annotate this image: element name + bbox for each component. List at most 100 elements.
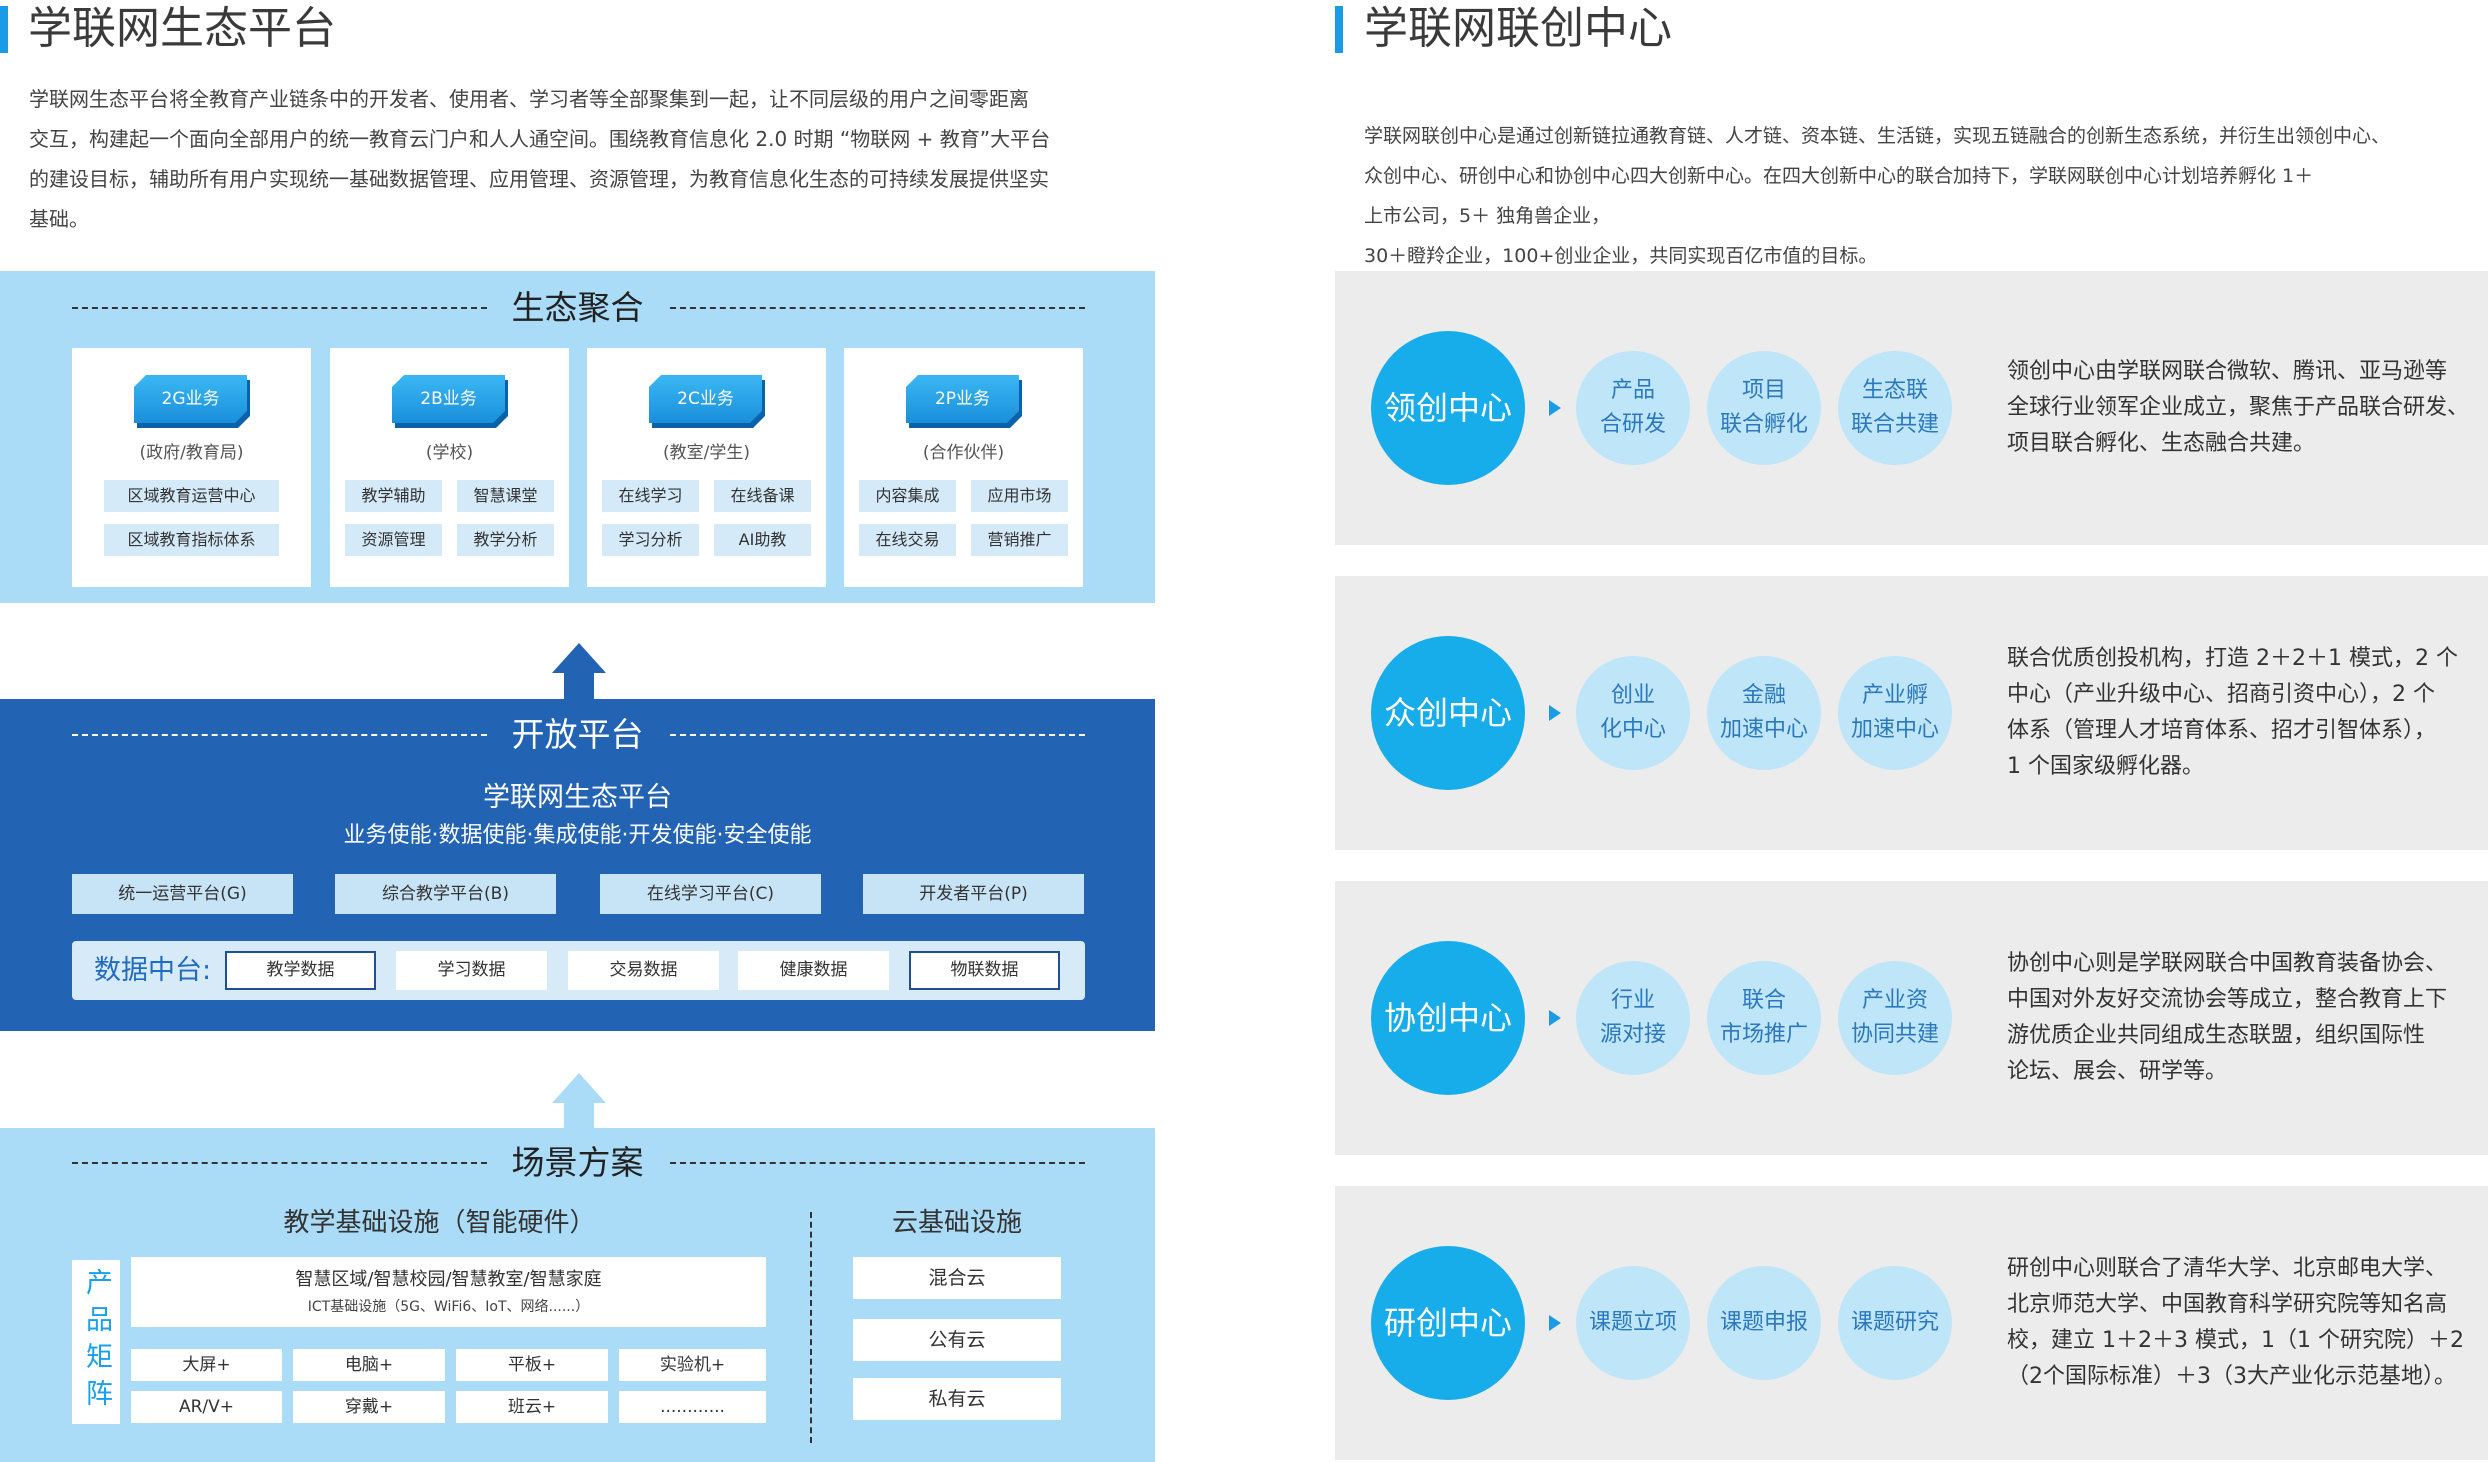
business-badge: 2P业务 (906, 375, 1019, 423)
intro-line: 的建设目标，辅助所有用户实现统一基础数据管理、应用管理、资源管理，为教育信息化生… (29, 167, 1049, 191)
device-item: 穿戴+ (293, 1391, 445, 1423)
ecosystem-intro: 学联网生态平台将全教育产业链条中的开发者、使用者、学习者等全部聚集到一起，让不同… (29, 79, 1050, 239)
arrow-up-icon (552, 1073, 606, 1129)
intro-line: 学联网生态平台将全教育产业链条中的开发者、使用者、学习者等全部聚集到一起，让不同… (29, 87, 1029, 111)
smart-scenarios-box: 智慧区域/智慧校园/智慧教室/智慧家庭 ICT基础设施（5G、WiFi6、IoT… (131, 1257, 766, 1327)
node-line: 课题申报 (1719, 1310, 1808, 1335)
center-node: 课题立项 (1576, 1266, 1690, 1380)
device-item: 班云+ (456, 1391, 608, 1423)
cloud-private: 私有云 (853, 1378, 1061, 1420)
data-item-teaching: 教学数据 (225, 951, 376, 990)
business-item: 区域教育运营中心 (104, 480, 279, 512)
arrow-up-icon (552, 643, 606, 699)
center-name-circle: 领创中心 (1371, 331, 1525, 485)
node-line: 课题研究 (1850, 1310, 1939, 1335)
heading-divider-left (72, 1162, 487, 1164)
ecosystem-platform-title: 学联网生态平台 (28, 3, 336, 54)
ict-infrastructure-line: ICT基础设施（5G、WiFi6、IoT、网络......） (307, 1299, 590, 1315)
node-line: 联合 (1741, 988, 1786, 1013)
center-node: 项目 联合孵化 (1707, 351, 1821, 465)
section-divider-vertical (810, 1212, 812, 1443)
scenario-solutions-panel: 场景方案 教学基础设施（智能硬件） 云基础设施 产品矩阵 智慧区域/智慧校园/智… (0, 1128, 1155, 1462)
business-badge: 2C业务 (649, 375, 762, 423)
node-line: 加速中心 (1850, 717, 1939, 742)
business-item: 在线备课 (714, 480, 811, 512)
business-item: 应用市场 (971, 480, 1068, 512)
business-audience: (学校) (425, 443, 474, 463)
platform-developer: 开发者平台(P) (863, 874, 1084, 914)
business-badge: 2G业务 (134, 375, 247, 423)
intro-line: 交互，构建起一个面向全部用户的统一教育云门户和人人通空间。围绕教育信息化 2.0… (29, 127, 1051, 151)
arrow-head (552, 643, 606, 673)
device-item: 电脑+ (293, 1349, 445, 1381)
description-line: 游优质企业共同组成生态联盟，组织国际性 (2007, 1023, 2426, 1048)
business-item: 教学辅助 (345, 480, 442, 512)
intro-line: 众创中心、研创中心和协创中心四大创新中心。在四大创新中心的联合加持下，学联网联创… (1364, 165, 2314, 187)
node-line: 联合共建 (1850, 412, 1939, 437)
description-line: 联合优质创投机构，打造 2＋2＋1 模式，2 个 (2007, 646, 2458, 671)
node-line: 联合孵化 (1719, 412, 1808, 437)
business-card-2c: 2C业务 (教室/学生) 在线学习 在线备课 学习分析 AI助教 (587, 348, 826, 587)
business-item: 在线交易 (859, 524, 956, 556)
innovation-title-accent-bar (1335, 6, 1343, 53)
cloud-public: 公有云 (853, 1319, 1061, 1361)
device-item: AR/V+ (131, 1391, 282, 1423)
center-node: 产业孵 加速中心 (1838, 656, 1952, 770)
intro-line: 30＋瞪羚企业，100+创业企业，共同实现百亿市值的目标。 (1364, 245, 1878, 267)
node-line: 行业 (1610, 988, 1655, 1013)
center-panel-research: 研创中心 课题立项 课题申报 课题研究 研创中心则联合了清华大学、北京邮电大学、… (1335, 1186, 2488, 1460)
business-items: 内容集成 应用市场 在线交易 营销推广 (859, 480, 1068, 556)
hardware-infrastructure-title: 教学基础设施（智能硬件） (283, 1208, 596, 1238)
data-item-learning: 学习数据 (396, 951, 547, 990)
description-line: 校，建立 1＋2＋3 模式，1（1 个研究院）＋2 (2007, 1328, 2464, 1353)
node-line: 项目 (1741, 378, 1786, 403)
device-item: ............ (619, 1391, 766, 1423)
device-item: 实验机+ (619, 1349, 766, 1381)
triangle-right-icon (1549, 1315, 1561, 1331)
description-line: 中国对外友好交流协会等成立，整合教育上下 (2007, 987, 2448, 1012)
business-badge-label: 2B业务 (392, 375, 505, 423)
product-matrix-label-box: 产品矩阵 (72, 1260, 120, 1424)
heading-divider-right (670, 307, 1085, 309)
node-line: 产业资 (1861, 988, 1928, 1013)
innovation-center-title: 学联网联创中心 (1364, 3, 1672, 54)
product-matrix-label: 产品矩阵 (81, 1268, 112, 1416)
description-line: 体系（管理人才培育体系、招才引智体系）， (2007, 718, 2437, 743)
data-center-bar: 数据中台: 教学数据 学习数据 交易数据 健康数据 物联数据 (72, 941, 1085, 1000)
intro-line: 学联网联创中心是通过创新链拉通教育链、人才链、资本链、生活链，实现五链融合的创新… (1364, 125, 2391, 147)
business-item: AI助教 (714, 524, 811, 556)
node-line: 课题立项 (1588, 1310, 1677, 1335)
cloud-hybrid: 混合云 (853, 1257, 1061, 1299)
node-line: 市场推广 (1719, 1022, 1808, 1047)
description-line: 全球行业领军企业成立，聚焦于产品联合研发、 (2007, 395, 2470, 420)
node-line: 源对接 (1599, 1022, 1666, 1047)
triangle-right-icon (1549, 1010, 1561, 1026)
center-description: 联合优质创投机构，打造 2＋2＋1 模式，2 个 中心（产业升级中心、招商引资中… (2007, 576, 2482, 850)
description-line: 北京师范大学、中国教育科学研究院等知名高 (2007, 1292, 2448, 1317)
node-line: 合研发 (1599, 412, 1666, 437)
description-line: 研创中心则联合了清华大学、北京邮电大学、 (2007, 1256, 2448, 1281)
center-node: 课题研究 (1838, 1266, 1952, 1380)
center-node: 创业 化中心 (1576, 656, 1690, 770)
center-description: 协创中心则是学联网联合中国教育装备协会、 中国对外友好交流协会等成立，整合教育上… (2007, 881, 2482, 1155)
business-badge: 2B业务 (392, 375, 505, 423)
business-item: 智慧课堂 (457, 480, 554, 512)
business-audience: (合作伙伴) (922, 443, 1005, 463)
description-line: （2个国际标准）＋3（3大产业化示范基地）。 (2007, 1364, 2456, 1389)
description-line: 中心（产业升级中心、招商引资中心），2 个 (2007, 682, 2435, 707)
node-line: 加速中心 (1719, 717, 1808, 742)
description-line: 1 个国家级孵化器。 (2007, 754, 2204, 779)
business-card-2g: 2G业务 (政府/教育局) 区域教育运营中心 区域教育指标体系 (72, 348, 311, 587)
open-platform-heading: 开放平台 (511, 715, 644, 754)
center-node: 产业资 协同共建 (1838, 961, 1952, 1075)
center-node: 行业 源对接 (1576, 961, 1690, 1075)
business-card-2p: 2P业务 (合作伙伴) 内容集成 应用市场 在线交易 营销推广 (844, 348, 1083, 587)
heading-divider-left (72, 307, 487, 309)
node-line: 产品 (1610, 378, 1655, 403)
heading-divider-right (670, 1162, 1085, 1164)
business-items: 教学辅助 智慧课堂 资源管理 教学分析 (345, 480, 554, 556)
data-item-health: 健康数据 (738, 951, 889, 990)
center-node: 课题申报 (1707, 1266, 1821, 1380)
center-panel-leading: 领创中心 产品 合研发 项目 联合孵化 生态联 联合共建 领创中心由学联网联合微… (1335, 271, 2488, 545)
center-node: 联合 市场推广 (1707, 961, 1821, 1075)
